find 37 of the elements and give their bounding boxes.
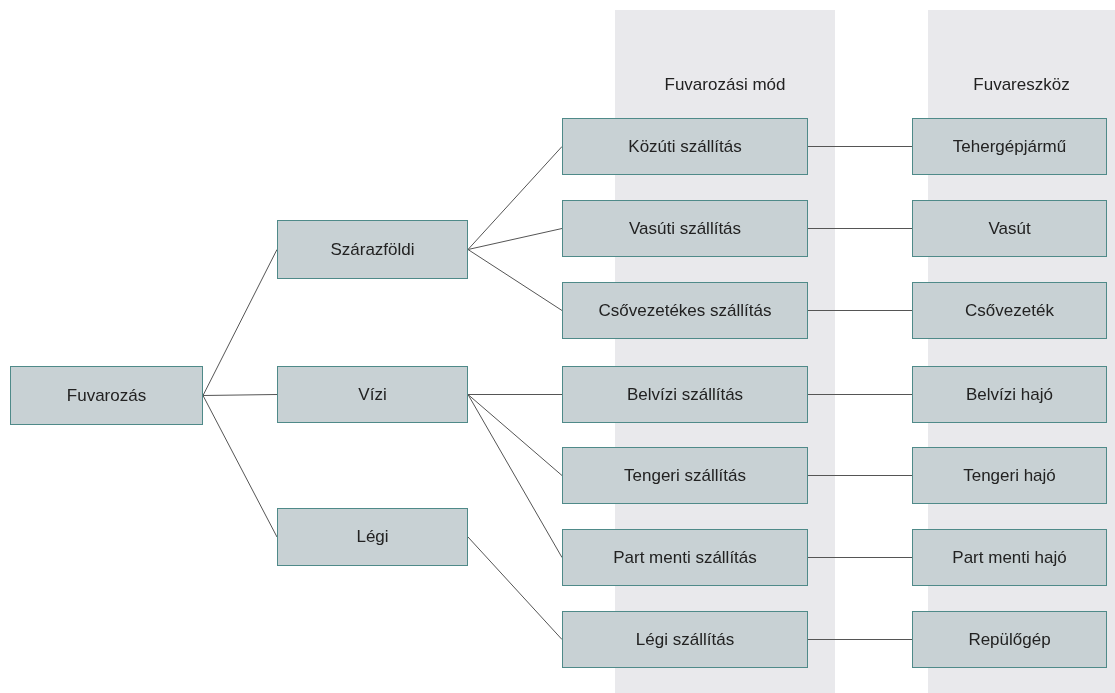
category-box: Csővezeték [912, 282, 1107, 339]
category-box: Csővezetékes szállítás [562, 282, 808, 339]
connector-line [467, 146, 563, 250]
category-box: Vasút [912, 200, 1107, 257]
category-box: Part menti szállítás [562, 529, 808, 586]
connector-line [807, 146, 913, 147]
category-box: Vízi [277, 366, 468, 423]
connector-line [807, 310, 913, 311]
category-box: Tehergépjármű [912, 118, 1107, 175]
connector-line [202, 395, 278, 538]
connector-line [467, 249, 563, 311]
category-box: Tengeri hajó [912, 447, 1107, 504]
connector-line [467, 394, 563, 476]
column-heading: Fuvarozási mód [663, 74, 787, 96]
connector-line [467, 394, 563, 395]
connector-line [202, 394, 278, 396]
connector-line [467, 228, 563, 250]
connector-line [202, 249, 278, 396]
connector-line [807, 557, 913, 558]
category-box: Repülőgép [912, 611, 1107, 668]
category-box: Part menti hajó [912, 529, 1107, 586]
category-box: Fuvarozás [10, 366, 203, 425]
connector-line [807, 228, 913, 229]
connector-line [467, 394, 563, 558]
category-box: Légi [277, 508, 468, 566]
category-box: Közúti szállítás [562, 118, 808, 175]
category-box: Légi szállítás [562, 611, 808, 668]
connector-line [807, 394, 913, 395]
connector-line [807, 639, 913, 640]
category-box: Vasúti szállítás [562, 200, 808, 257]
category-box: Belvízi hajó [912, 366, 1107, 423]
category-box: Belvízi szállítás [562, 366, 808, 423]
category-box: Szárazföldi [277, 220, 468, 279]
category-box: Tengeri szállítás [562, 447, 808, 504]
connector-line [807, 475, 913, 476]
connector-line [467, 536, 563, 640]
column-heading: Fuvareszköz [972, 74, 1071, 96]
